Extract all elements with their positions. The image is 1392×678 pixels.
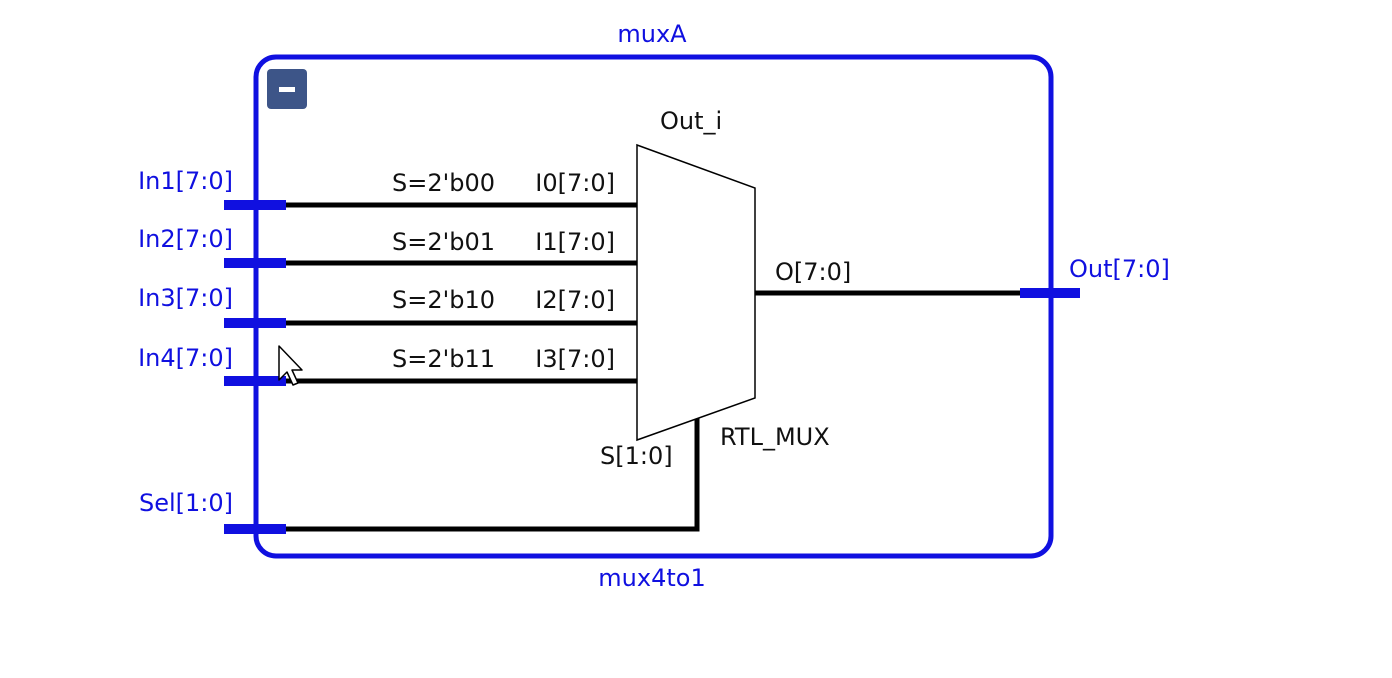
select-value-label-1: S=2'b01	[392, 228, 495, 256]
collapse-button[interactable]	[267, 69, 307, 109]
mux-select-pin-label: S[1:0]	[600, 442, 673, 470]
mux-cell-type-label: RTL_MUX	[720, 423, 830, 451]
port-label-sel: Sel[1:0]	[139, 489, 233, 517]
wire-sel[interactable]	[283, 416, 700, 532]
select-value-label-2: S=2'b10	[392, 286, 495, 314]
port-label-in1: In1[7:0]	[138, 167, 233, 195]
port-label-out: Out[7:0]	[1069, 255, 1170, 283]
minus-icon	[279, 87, 295, 92]
select-value-label-0: S=2'b00	[392, 169, 495, 197]
mux-pin-label-i1: I1[7:0]	[535, 228, 615, 256]
mux-cell-body[interactable]	[636, 143, 756, 442]
module-boundary-muxA[interactable]	[253, 54, 1054, 559]
port-label-in3: In3[7:0]	[138, 284, 233, 312]
port-label-in4: In4[7:0]	[138, 344, 233, 372]
mux-pin-label-i2: I2[7:0]	[535, 286, 615, 314]
port-label-in2: In2[7:0]	[138, 225, 233, 253]
mux-pin-label-i0: I0[7:0]	[535, 169, 615, 197]
mux-pin-label-i3: I3[7:0]	[535, 345, 615, 373]
mouse-pointer-icon	[278, 345, 303, 386]
module-instance-name: muxA	[617, 20, 687, 48]
module-type-name: mux4to1	[598, 564, 705, 592]
mux-output-pin-label: O[7:0]	[775, 258, 851, 286]
mux-instance-label: Out_i	[660, 107, 722, 135]
select-value-label-3: S=2'b11	[392, 345, 495, 373]
